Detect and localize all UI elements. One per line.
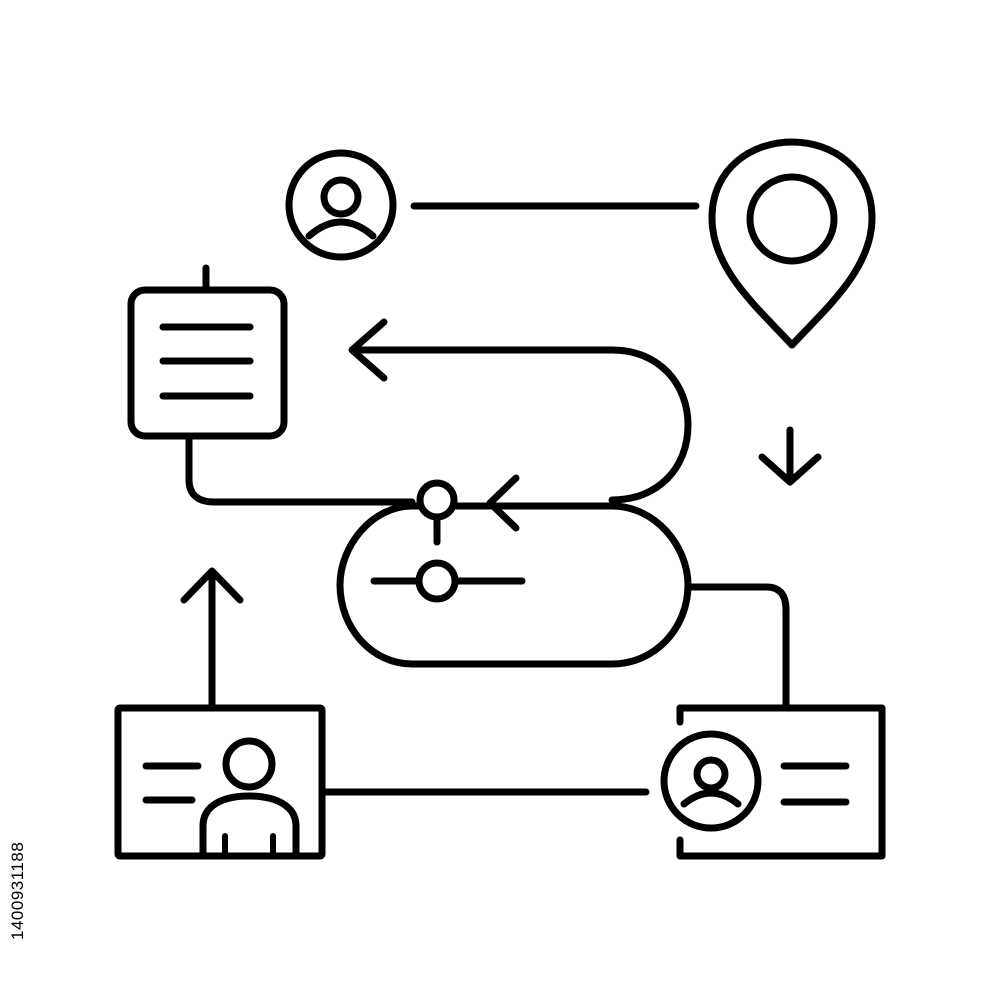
arrow-left-icon — [348, 318, 388, 382]
arrow-down-icon — [758, 426, 822, 486]
right-connector — [686, 583, 790, 709]
flow-curve — [352, 346, 692, 504]
profile-card-icon — [660, 704, 886, 860]
arrow-up-icon — [180, 567, 244, 710]
process-pill — [336, 502, 692, 668]
chevron-left-icon — [486, 474, 520, 532]
user-avatar-icon — [285, 149, 397, 261]
document-icon — [127, 264, 288, 440]
location-pin-icon — [708, 138, 876, 349]
stock-id-text: 1400931188 — [8, 841, 27, 940]
slider-node-icon — [370, 479, 526, 603]
profile-card-icon — [114, 704, 326, 860]
document-connector — [185, 436, 416, 506]
